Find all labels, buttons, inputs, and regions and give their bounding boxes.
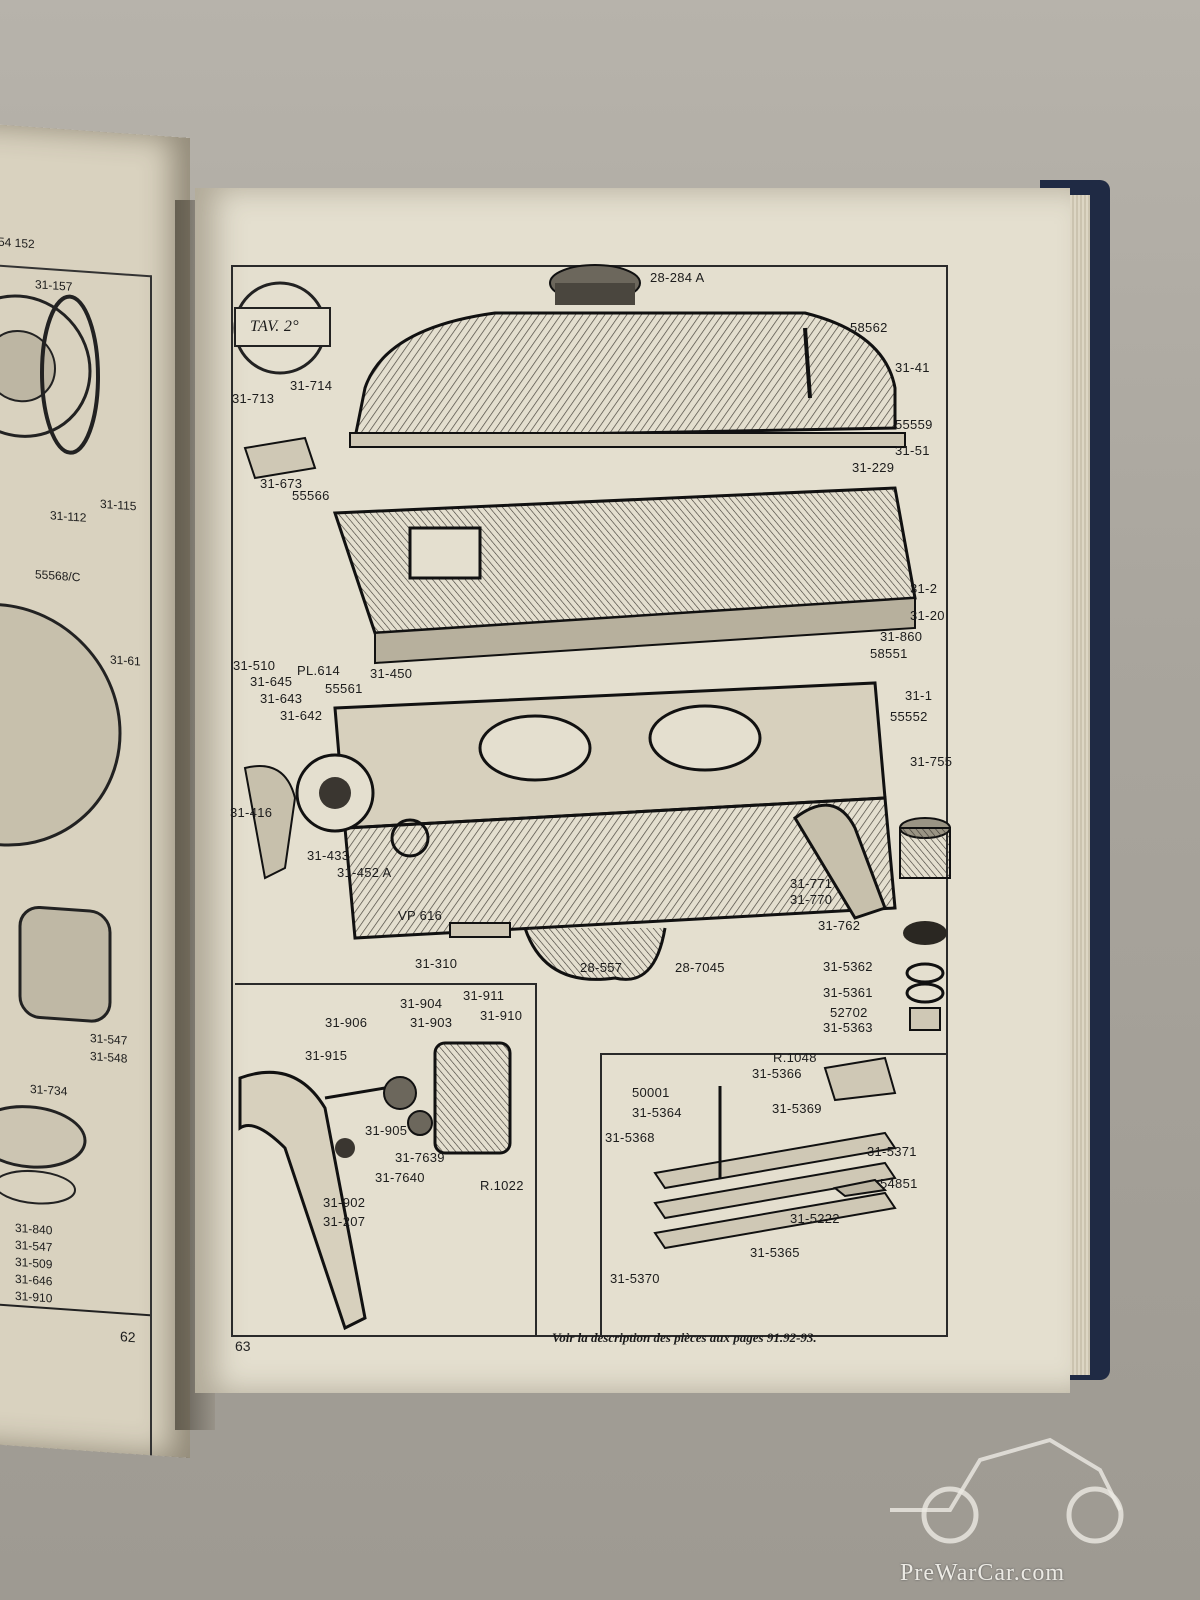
part-label: 52702 xyxy=(830,1005,868,1020)
part-label: 31-5370 xyxy=(610,1271,660,1286)
part-label: 31-7640 xyxy=(375,1170,425,1185)
part-label: 31-904 xyxy=(400,996,443,1011)
left-label: 31-840 xyxy=(15,1220,53,1238)
part-label: 31-903 xyxy=(410,1015,453,1030)
part-label: VP 616 xyxy=(398,908,443,923)
tav-stamp xyxy=(233,281,331,375)
left-page-drawing xyxy=(0,294,150,1317)
part-label: 31-915 xyxy=(305,1048,348,1063)
part-label: 31-5366 xyxy=(752,1066,802,1081)
part-label: 31-5371 xyxy=(867,1144,917,1159)
part-label: 28-284 A xyxy=(650,270,705,285)
part-label: 54851 xyxy=(880,1176,918,1191)
part-label: 31-911 xyxy=(463,988,505,1003)
part-label: 31-229 xyxy=(852,460,895,475)
part-label: 31-643 xyxy=(260,691,303,706)
left-page: 54 152 31-157 31-112 31-115 55568/C 31-6… xyxy=(0,121,190,1459)
part-label: 31-673 xyxy=(260,476,303,491)
left-label: 31-734 xyxy=(30,1081,68,1099)
left-page-number: 62 xyxy=(120,1328,136,1346)
part-label: 31-902 xyxy=(323,1195,366,1210)
part-label: 31-5362 xyxy=(823,959,873,974)
left-label: 31-115 xyxy=(100,496,137,514)
left-label: 31-910 xyxy=(15,1288,53,1306)
part-label: 31-416 xyxy=(230,805,273,820)
part-label: 31-5365 xyxy=(750,1245,800,1260)
part-label: 31-905 xyxy=(365,1123,408,1138)
part-label: 31-5363 xyxy=(823,1020,873,1035)
part-label: 31-450 xyxy=(370,666,413,681)
right-page: 28-284 A 58562 31-41 55559 31-51 31-229 … xyxy=(195,188,1070,1393)
part-label: 31-5361 xyxy=(823,985,873,1000)
part-label: 55566 xyxy=(292,488,330,503)
part-label: 55561 xyxy=(325,681,363,696)
part-label: 31-5222 xyxy=(790,1211,840,1226)
part-label: PL.614 xyxy=(297,663,341,678)
stamp-text: TAV. 2° xyxy=(250,318,299,335)
part-label: 31-645 xyxy=(250,674,293,689)
left-label: 54 152 xyxy=(0,234,35,252)
part-label: 31-860 xyxy=(880,629,923,644)
part-label: 31-762 xyxy=(818,918,861,933)
part-label: 31-51 xyxy=(895,443,930,458)
inset-frame-distributor xyxy=(600,1053,946,1335)
part-label: 31-20 xyxy=(910,608,945,623)
part-label: R.1022 xyxy=(480,1178,524,1193)
part-label: 31-910 xyxy=(480,1008,523,1023)
part-label: 31-310 xyxy=(415,956,458,971)
part-label: 31-2 xyxy=(910,581,938,596)
part-label: 55552 xyxy=(890,709,928,724)
left-label: 31-547 xyxy=(90,1031,128,1048)
page-caption: Voir la description des pièces aux pages… xyxy=(552,1330,817,1345)
part-label: 55559 xyxy=(895,417,933,432)
part-label: 31-433 xyxy=(307,848,350,863)
part-label: 31-770 xyxy=(790,892,833,907)
part-label: R.1048 xyxy=(773,1050,817,1065)
part-label: 31-5369 xyxy=(772,1101,822,1116)
part-label: 31-713 xyxy=(232,391,275,406)
part-label: 31-452 A xyxy=(337,865,392,880)
left-label: 31-547 xyxy=(15,1237,53,1255)
left-label: 31-509 xyxy=(15,1254,53,1272)
part-label: 31-207 xyxy=(323,1214,366,1229)
left-label: 31-646 xyxy=(15,1271,53,1289)
part-label: 31-771 xyxy=(790,876,833,891)
part-label: 28-557 xyxy=(580,960,623,975)
part-label: 31-5364 xyxy=(632,1105,682,1120)
car-logo-icon xyxy=(890,1437,1124,1544)
engine-exploded-drawing xyxy=(233,264,951,1331)
part-label: 31-714 xyxy=(290,378,333,393)
part-label: 50001 xyxy=(632,1085,670,1100)
part-label: 28-7045 xyxy=(675,960,725,975)
part-label: 31-7639 xyxy=(395,1150,445,1165)
part-label: 31-906 xyxy=(325,1015,368,1030)
inset-frame-pump xyxy=(235,983,537,1335)
part-label: 58551 xyxy=(870,646,908,661)
part-label: 31-755 xyxy=(910,754,953,769)
part-label: 31-1 xyxy=(905,688,933,703)
left-label: 31-548 xyxy=(90,1049,128,1066)
watermark-brand: PreWarCar.com xyxy=(900,1560,1066,1586)
part-label: 58562 xyxy=(850,320,888,335)
part-label: 31-510 xyxy=(233,658,276,673)
left-label: 31-157 xyxy=(35,277,73,294)
left-label: 31-61 xyxy=(110,652,141,669)
part-label: 31-41 xyxy=(895,360,930,375)
right-page-number: 63 xyxy=(235,1338,251,1354)
part-label: 31-5368 xyxy=(605,1130,655,1145)
left-label: 31-112 xyxy=(50,508,87,525)
part-label: 31-642 xyxy=(280,708,323,723)
